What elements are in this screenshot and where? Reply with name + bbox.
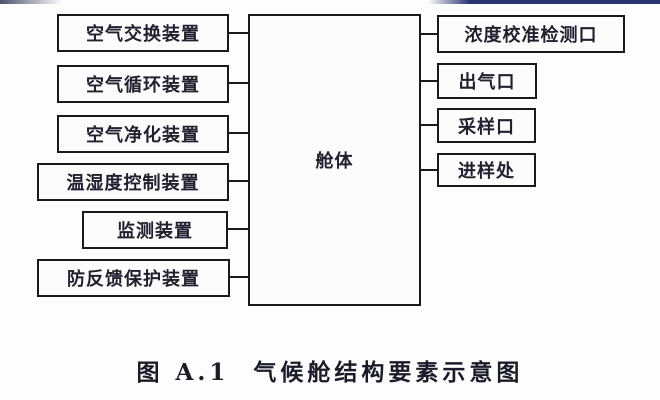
box-label: 空气循环装置: [86, 75, 200, 96]
box-concentration-calibration-port: 浓度校准检测口: [437, 15, 625, 53]
box-chamber-body: 舱体: [248, 14, 421, 306]
box-label: 监测装置: [117, 221, 193, 242]
connector-line: [228, 32, 248, 34]
box-gas-outlet: 出气口: [437, 63, 537, 99]
connector-line: [228, 132, 248, 134]
box-air-purification-device: 空气净化装置: [57, 115, 229, 153]
box-label: 采样口: [458, 116, 515, 138]
box-anti-feedback-protection-device: 防反馈保护装置: [37, 259, 230, 297]
box-sampling-port: 采样口: [437, 108, 536, 143]
connector-line: [420, 169, 437, 171]
box-air-circulation-device: 空气循环装置: [57, 65, 229, 103]
connector-line: [228, 82, 248, 84]
connector-line: [228, 228, 248, 230]
box-air-exchange-device: 空气交换装置: [57, 14, 229, 52]
box-temp-humidity-control-device: 温湿度控制装置: [37, 163, 229, 201]
connector-line: [228, 276, 248, 278]
box-label: 防反馈保护装置: [67, 269, 200, 290]
figure-caption: 图 A.1 气候舱结构要素示意图: [136, 359, 524, 386]
top-banner-artifact-left: [0, 0, 62, 4]
box-label: 浓度校准检测口: [464, 25, 598, 46]
box-label: 出气口: [458, 72, 516, 93]
connector-line: [420, 33, 437, 35]
box-label: 舱体: [315, 151, 354, 172]
box-label: 空气交换装置: [86, 24, 200, 45]
connector-line: [228, 180, 248, 182]
box-label: 空气净化装置: [86, 125, 200, 146]
box-sample-inlet: 进样处: [437, 153, 536, 187]
connector-line: [420, 124, 437, 126]
top-banner-artifact-right: [428, 0, 660, 4]
box-label: 进样处: [458, 161, 515, 182]
connector-line: [420, 80, 437, 82]
box-monitoring-device: 监测装置: [82, 211, 228, 249]
box-label: 温湿度控制装置: [66, 173, 200, 194]
